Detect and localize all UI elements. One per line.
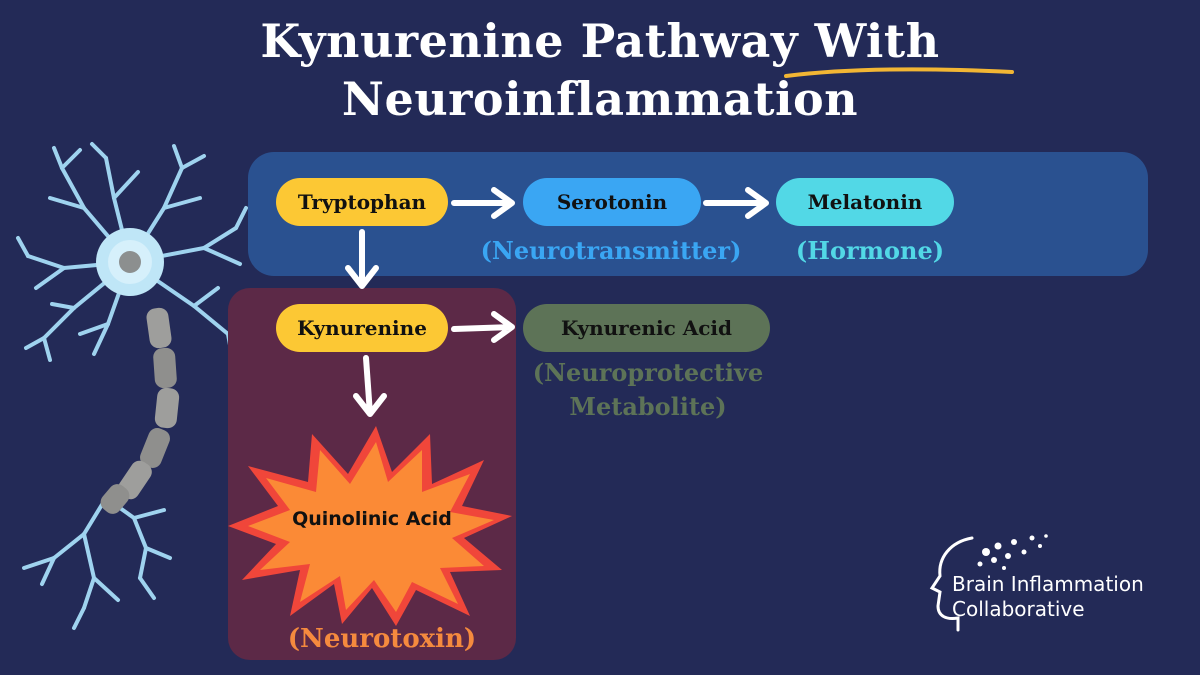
arrow-tryptophan-kynurenine <box>345 229 379 289</box>
brand-name-line1: Brain Inflammation <box>952 572 1144 596</box>
title-line-2: Neuroinflammation <box>341 72 859 126</box>
node-serotonin: Serotonin <box>523 178 701 226</box>
neuron-illustration <box>16 142 248 630</box>
brand-name-line2: Collaborative <box>952 597 1085 621</box>
arrow-tryptophan-serotonin <box>451 187 515 219</box>
node-quinolinic-acid: Quinolinic Acid <box>292 508 452 530</box>
role-melatonin: (Hormone) <box>795 236 945 265</box>
node-kynurenine: Kynurenine <box>276 304 448 352</box>
role-quinolinic-acid: (Neurotoxin) <box>287 624 477 654</box>
node-tryptophan: Tryptophan <box>276 178 448 226</box>
head-dots-icon <box>929 534 1048 632</box>
role-serotonin: (Neurotransmitter) <box>480 236 742 265</box>
node-melatonin: Melatonin <box>776 178 954 226</box>
brand-logo: Brain Inflammation Collaborative <box>928 530 1178 640</box>
brand-name: Brain Inflammation Collaborative <box>952 572 1144 622</box>
arrow-serotonin-melatonin <box>703 187 769 219</box>
role-kynurenic-acid-line2: Metabolite) <box>569 392 727 421</box>
arrow-kynurenine-kynacid <box>451 311 515 343</box>
role-kynurenic-acid: (Neuroprotective Metabolite) <box>520 356 776 424</box>
title-line-1: Kynurenine Pathway With <box>260 14 940 68</box>
starburst-icon <box>228 426 512 626</box>
node-kynurenic-acid: Kynurenic Acid <box>523 304 770 352</box>
arrow-kynurenine-quinolinic <box>353 355 387 417</box>
role-kynurenic-acid-line1: (Neuroprotective <box>532 358 764 387</box>
title-underline-icon <box>784 67 1014 78</box>
page-title: Kynurenine Pathway With Neuroinflammatio… <box>0 12 1200 128</box>
